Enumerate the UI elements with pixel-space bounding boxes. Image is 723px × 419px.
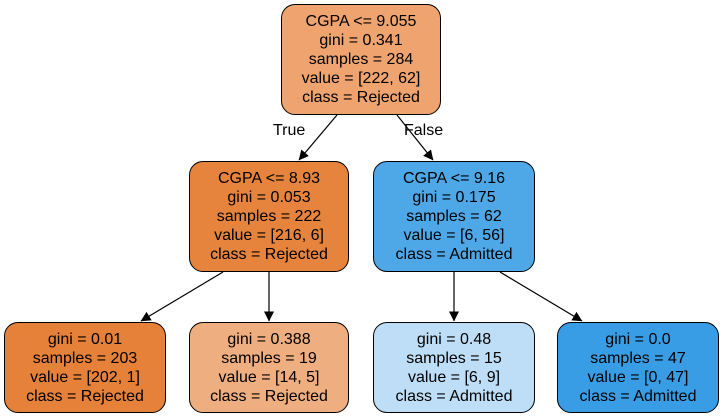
node-class: class = Rejected	[210, 246, 328, 263]
node-value: value = [14, 5]	[218, 368, 320, 386]
edge-root-to-left	[298, 114, 338, 161]
node-gini: gini = 0.053	[227, 189, 311, 206]
node-samples: samples = 15	[406, 349, 502, 367]
node-class: class = Admitted	[579, 387, 697, 405]
node-value: value = [202, 1]	[30, 368, 140, 386]
edge-left-to-leaf-1	[140, 271, 224, 322]
node-gini: gini = 0.48	[416, 330, 492, 348]
edge-root-to-right	[396, 114, 434, 161]
node-value: value = [216, 6]	[214, 227, 324, 244]
tree-node-root: CGPA <= 9.055 gini = 0.341 samples = 284…	[281, 4, 441, 115]
node-samples: samples = 203	[32, 349, 138, 367]
node-value: value = [6, 9]	[407, 368, 501, 386]
edge-right-to-leaf-4	[499, 271, 583, 322]
node-gini: gini = 0.341	[319, 32, 403, 49]
tree-node-left: CGPA <= 8.93 gini = 0.053 samples = 222 …	[189, 161, 349, 272]
node-samples: samples = 62	[406, 208, 502, 225]
tree-leaf-3: gini = 0.48 samples = 15 value = [6, 9] …	[373, 322, 535, 413]
node-class: class = Rejected	[210, 387, 328, 405]
tree-node-right: CGPA <= 9.16 gini = 0.175 samples = 62 v…	[373, 161, 535, 272]
node-condition: CGPA <= 9.055	[305, 13, 417, 30]
node-value: value = [222, 62]	[301, 70, 421, 87]
node-gini: gini = 0.175	[412, 189, 496, 206]
node-condition: CGPA <= 8.93	[218, 170, 320, 187]
node-gini: gini = 0.388	[227, 330, 311, 348]
node-class: class = Admitted	[395, 387, 513, 405]
node-value: value = [0, 47]	[587, 368, 689, 386]
node-condition: CGPA <= 9.16	[403, 170, 505, 187]
node-samples: samples = 284	[308, 51, 414, 68]
node-class: class = Admitted	[395, 246, 513, 263]
node-class: class = Rejected	[302, 89, 420, 106]
edge-label-true: True	[273, 122, 306, 139]
node-value: value = [6, 56]	[403, 227, 505, 244]
tree-leaf-2: gini = 0.388 samples = 19 value = [14, 5…	[189, 322, 349, 413]
edge-label-false: False	[404, 122, 444, 139]
node-gini: gini = 0.01	[47, 330, 123, 348]
tree-leaf-1: gini = 0.01 samples = 203 value = [202, …	[4, 322, 166, 413]
node-class: class = Rejected	[26, 387, 144, 405]
node-samples: samples = 222	[216, 208, 322, 225]
node-samples: samples = 19	[221, 349, 317, 367]
node-gini: gini = 0.0	[605, 330, 671, 348]
node-samples: samples = 47	[590, 349, 686, 367]
tree-leaf-4: gini = 0.0 samples = 47 value = [0, 47] …	[557, 322, 719, 413]
